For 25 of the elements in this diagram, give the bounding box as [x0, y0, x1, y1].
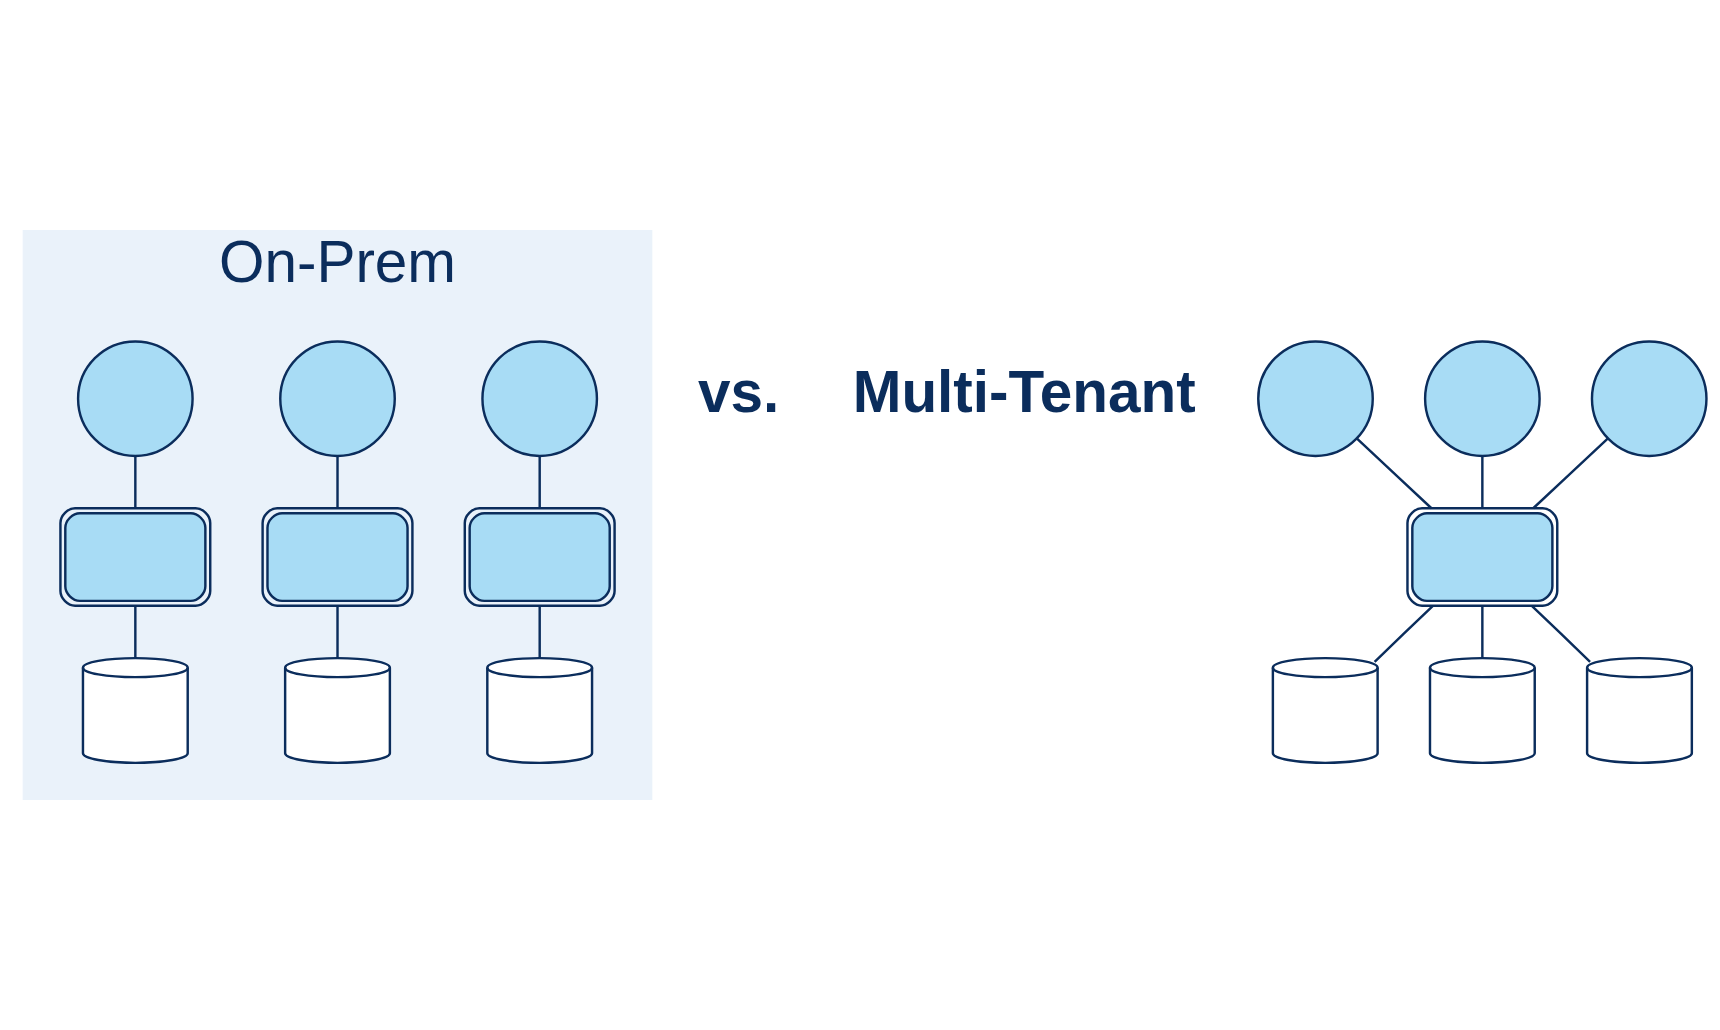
connector [1373, 605, 1434, 663]
connector [336, 606, 339, 658]
node-person [279, 340, 396, 458]
node-person [481, 340, 599, 458]
connector [336, 456, 339, 508]
connector [134, 456, 137, 508]
connector [134, 606, 137, 658]
connector [1481, 456, 1484, 508]
node-person [1590, 340, 1708, 458]
node-person [1423, 340, 1541, 458]
node-picture [463, 507, 616, 607]
connector [538, 606, 541, 658]
node-person [76, 340, 194, 458]
connector [538, 456, 541, 508]
node-person [1257, 340, 1374, 458]
connector [1532, 437, 1609, 510]
label: Multi-Tenant [852, 358, 1196, 424]
connector [1355, 437, 1433, 510]
cluster: On-Prem [22, 230, 653, 800]
node-picture [261, 507, 414, 607]
label: vs. [698, 358, 780, 424]
node-picture [1406, 507, 1559, 607]
connector [1481, 606, 1484, 658]
connector [1531, 605, 1591, 663]
node-picture [59, 507, 212, 607]
